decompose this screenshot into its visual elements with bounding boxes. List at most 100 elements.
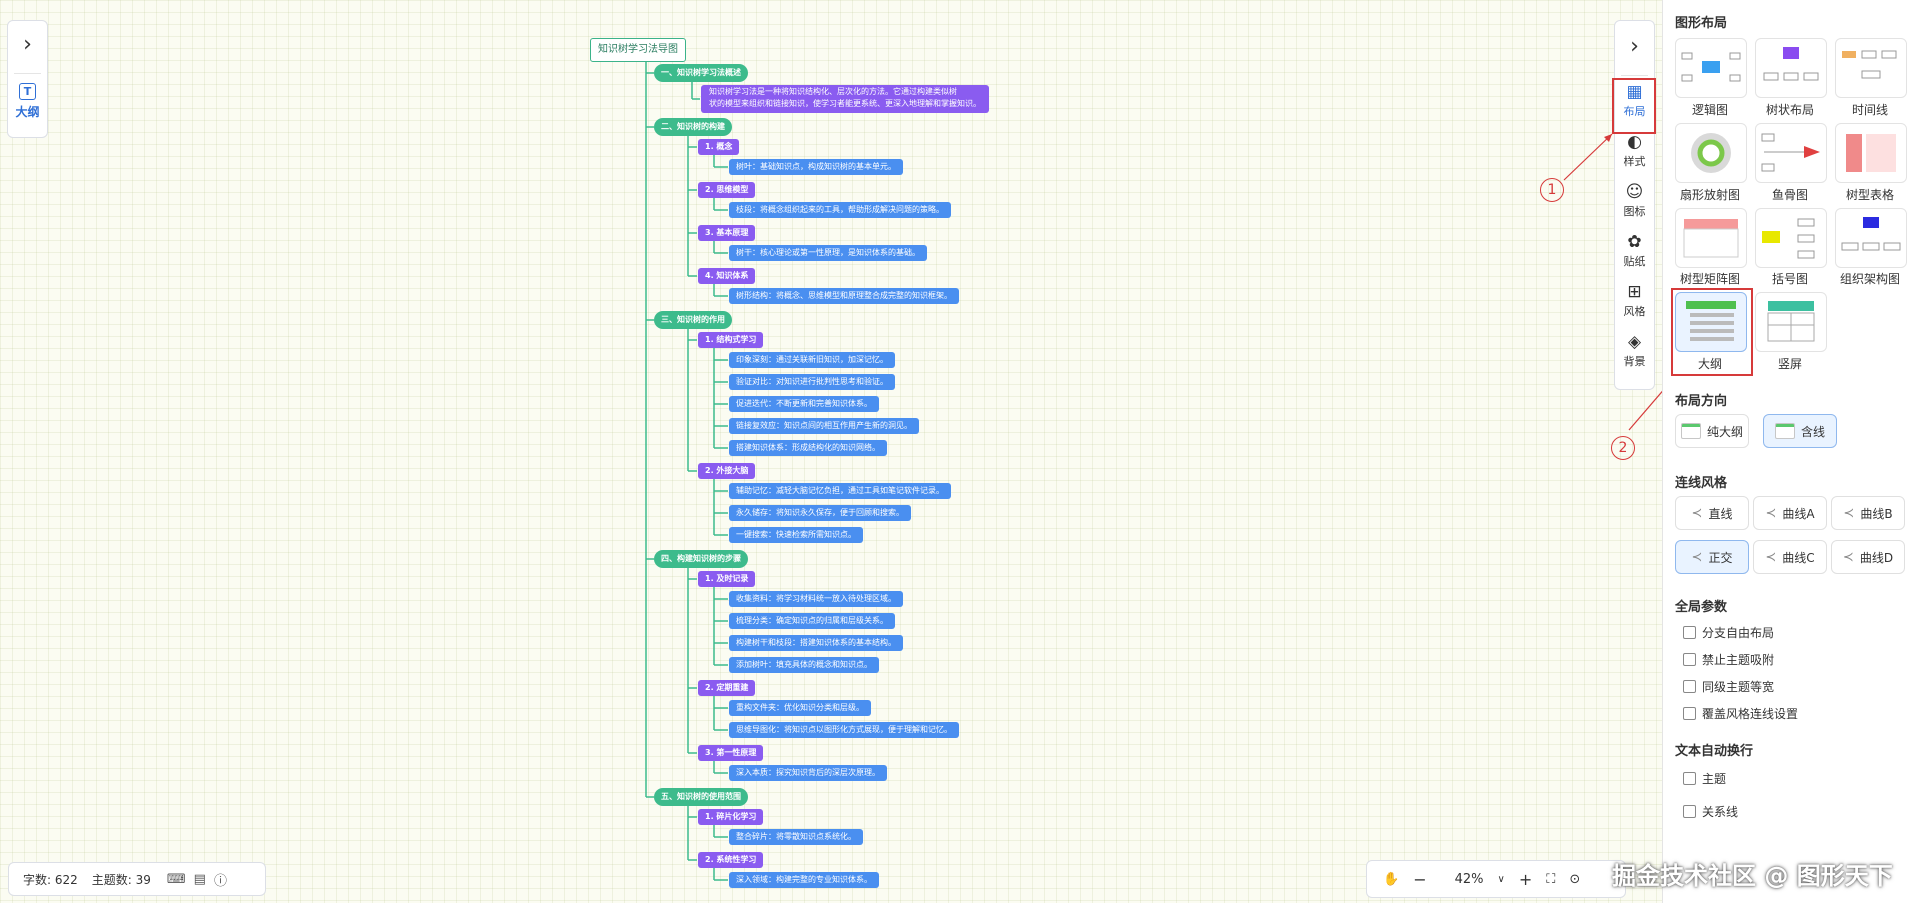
- leaf-topic[interactable]: 收集资料：将学习材料统一放入待处理区域。: [729, 591, 903, 607]
- checkbox-icon[interactable]: [1683, 680, 1696, 693]
- group-topic[interactable]: 1. 及时记录: [698, 571, 756, 587]
- option-checkbox[interactable]: 分支自由布局: [1683, 624, 1774, 641]
- layout-tile-radial[interactable]: [1675, 123, 1747, 183]
- layout-tile-label: 括号图: [1771, 272, 1808, 286]
- group-topic[interactable]: 2. 定期重建: [698, 680, 756, 696]
- layout-tile-logic[interactable]: [1675, 38, 1747, 98]
- leaf-topic[interactable]: 辅助记忆：减轻大脑记忆负担，通过工具如笔记软件记录。: [729, 483, 951, 499]
- direction-with-lines[interactable]: 含线: [1763, 414, 1837, 448]
- leaf-topic[interactable]: 印象深刻：通过关联新旧知识，加深记忆。: [729, 352, 895, 368]
- layout-toggle-icon[interactable]: ▤: [193, 871, 206, 887]
- leaf-topic[interactable]: 构建树干和枝段：搭建知识体系的基本结构。: [729, 635, 903, 651]
- description-topic[interactable]: 知识树学习法是一种将知识结构化、层次化的方法。它通过构建类似树 状的模型来组织和…: [701, 85, 989, 113]
- fit-screen-icon[interactable]: ⛶: [1546, 871, 1556, 887]
- group-topic[interactable]: 1. 结构式学习: [698, 332, 764, 348]
- line-style-button[interactable]: ≺曲线A: [1753, 496, 1827, 530]
- group-topic[interactable]: 3. 第一性原理: [698, 745, 764, 761]
- option-checkbox[interactable]: 主题: [1683, 770, 1726, 787]
- group-topic[interactable]: 2. 外接大脑: [698, 463, 756, 479]
- hand-pan-icon[interactable]: ✋: [1383, 871, 1400, 887]
- line-style-button[interactable]: ≺曲线B: [1831, 496, 1905, 530]
- group-topic[interactable]: 1. 碎片化学习: [698, 809, 764, 825]
- line-style-button[interactable]: ≺直线: [1675, 496, 1749, 530]
- leaf-topic[interactable]: 永久储存：将知识永久保存，便于回顾和搜索。: [729, 505, 911, 521]
- option-checkbox[interactable]: 关系线: [1683, 803, 1738, 820]
- locate-center-icon[interactable]: ⊙: [1569, 871, 1581, 887]
- layout-tile-bracket[interactable]: [1755, 208, 1827, 268]
- layout-tile-fishbone[interactable]: [1755, 123, 1827, 183]
- line-style-button[interactable]: ≺曲线C: [1753, 540, 1827, 574]
- info-icon[interactable]: ⓘ: [213, 873, 227, 889]
- tool-background[interactable]: ◈ 背景: [1615, 331, 1654, 381]
- checkbox-icon[interactable]: [1683, 805, 1696, 818]
- leaf-topic[interactable]: 深入领域：构建完整的专业知识体系。: [729, 872, 879, 888]
- section-topic[interactable]: 五、知识树的使用范围: [654, 788, 748, 806]
- checkbox-label: 关系线: [1702, 805, 1739, 819]
- tool-theme[interactable]: ⊞ 风格: [1615, 281, 1654, 331]
- layout-tile-label: 树状布局: [1765, 103, 1814, 117]
- leaf-topic[interactable]: 链接复效应：知识点间的相互作用产生新的洞见。: [729, 418, 919, 434]
- zoom-level[interactable]: 42%: [1454, 871, 1484, 887]
- leaf-topic[interactable]: 验证对比：对知识进行批判性思考和验证。: [729, 374, 895, 390]
- checkbox-label: 分支自由布局: [1702, 626, 1775, 640]
- line-style-label: 直线: [1708, 506, 1733, 521]
- group-topic[interactable]: 4. 知识体系: [698, 268, 756, 284]
- outline-button[interactable]: T 大纲: [8, 83, 47, 120]
- leaf-topic[interactable]: 树干：核心理论或第一性原理，是知识体系的基础。: [729, 245, 927, 261]
- tool-sticker[interactable]: ✿ 贴纸: [1615, 231, 1654, 281]
- leaf-topic[interactable]: 整合碎片：将零散知识点系统化。: [729, 829, 863, 845]
- tool-layout[interactable]: ▦ 布局: [1615, 81, 1654, 131]
- collapse-panel-chevron-icon[interactable]: ›: [1630, 33, 1639, 59]
- line-style-icon: ≺: [1765, 549, 1777, 565]
- line-style-button[interactable]: ≺正交: [1675, 540, 1749, 574]
- root-topic[interactable]: 知识树学习法导图: [590, 38, 686, 62]
- line-style-button[interactable]: ≺曲线D: [1831, 540, 1905, 574]
- leaf-topic[interactable]: 树形结构：将概念、思维模型和原理整合成完整的知识框架。: [729, 288, 959, 304]
- leaf-topic[interactable]: 深入本质：探究知识背后的深层次原理。: [729, 765, 887, 781]
- layout-tile-vertical[interactable]: [1755, 292, 1827, 352]
- group-topic[interactable]: 3. 基本原理: [698, 225, 756, 241]
- option-checkbox[interactable]: 同级主题等宽: [1683, 678, 1774, 695]
- option-checkbox[interactable]: 覆盖风格连线设置: [1683, 705, 1798, 722]
- layout-tile-tree[interactable]: [1755, 38, 1827, 98]
- leaf-topic[interactable]: 促进迭代：不断更新和完善知识体系。: [729, 396, 879, 412]
- line-style-label: 曲线B: [1860, 506, 1893, 521]
- layout-tile-outline[interactable]: [1675, 292, 1747, 352]
- checkbox-icon[interactable]: [1683, 653, 1696, 666]
- layout-preview-icon: [1762, 218, 1815, 259]
- group-topic[interactable]: 1. 概念: [698, 139, 740, 155]
- section-topic[interactable]: 四、构建知识树的步骤: [654, 550, 748, 568]
- option-checkbox[interactable]: 禁止主题吸附: [1683, 651, 1774, 668]
- zoom-out-button[interactable]: −: [1413, 869, 1427, 889]
- mindmap-canvas[interactable]: 知识树学习法导图一、知识树学习法概述知识树学习法是一种将知识结构化、层次化的方法…: [0, 0, 1660, 903]
- keyboard-icon[interactable]: ⌨: [166, 871, 186, 887]
- word-count: 字数: 622: [23, 872, 78, 887]
- tool-icon[interactable]: ☺ 图标: [1615, 181, 1654, 231]
- checkbox-icon[interactable]: [1683, 626, 1696, 639]
- layout-tile-timeline[interactable]: [1835, 38, 1907, 98]
- leaf-topic[interactable]: 梳理分类：确定知识点的归属和层级关系。: [729, 613, 895, 629]
- layout-tile-org-chart[interactable]: [1835, 208, 1907, 268]
- tool-style[interactable]: ◐ 样式: [1615, 131, 1654, 181]
- checkbox-icon[interactable]: [1683, 772, 1696, 785]
- leaf-topic[interactable]: 重构文件夹：优化知识分类和层级。: [729, 700, 871, 716]
- leaf-topic[interactable]: 一键搜索：快速检索所需知识点。: [729, 527, 863, 543]
- section-topic[interactable]: 一、知识树学习法概述: [654, 64, 748, 82]
- checkbox-icon[interactable]: [1683, 707, 1696, 720]
- layout-tile-tree-table[interactable]: [1835, 123, 1907, 183]
- chevron-down-icon[interactable]: ∨: [1497, 873, 1505, 885]
- leaf-topic[interactable]: 树叶：基础知识点，构成知识树的基本单元。: [729, 159, 903, 175]
- section-topic[interactable]: 二、知识树的构建: [654, 118, 732, 136]
- leaf-topic[interactable]: 添加树叶：填充具体的概念和知识点。: [729, 657, 879, 673]
- group-topic[interactable]: 2. 系统性学习: [698, 852, 764, 868]
- section-topic[interactable]: 三、知识树的作用: [654, 311, 732, 329]
- layout-tile-label: 树型矩阵图: [1679, 272, 1740, 286]
- zoom-in-button[interactable]: +: [1518, 869, 1533, 889]
- layout-tile-tree-matrix[interactable]: [1675, 208, 1747, 268]
- leaf-topic[interactable]: 搭建知识体系：形成结构化的知识网络。: [729, 440, 887, 456]
- expand-left-chevron-icon[interactable]: ›: [23, 31, 32, 57]
- leaf-topic[interactable]: 枝段：将概念组织起来的工具，帮助形成解决问题的策略。: [729, 202, 951, 218]
- direction-pure-outline[interactable]: 纯大纲: [1675, 414, 1749, 448]
- leaf-topic[interactable]: 思维导图化：将知识点以图形化方式展现，便于理解和记忆。: [729, 722, 959, 738]
- group-topic[interactable]: 2. 思维模型: [698, 182, 756, 198]
